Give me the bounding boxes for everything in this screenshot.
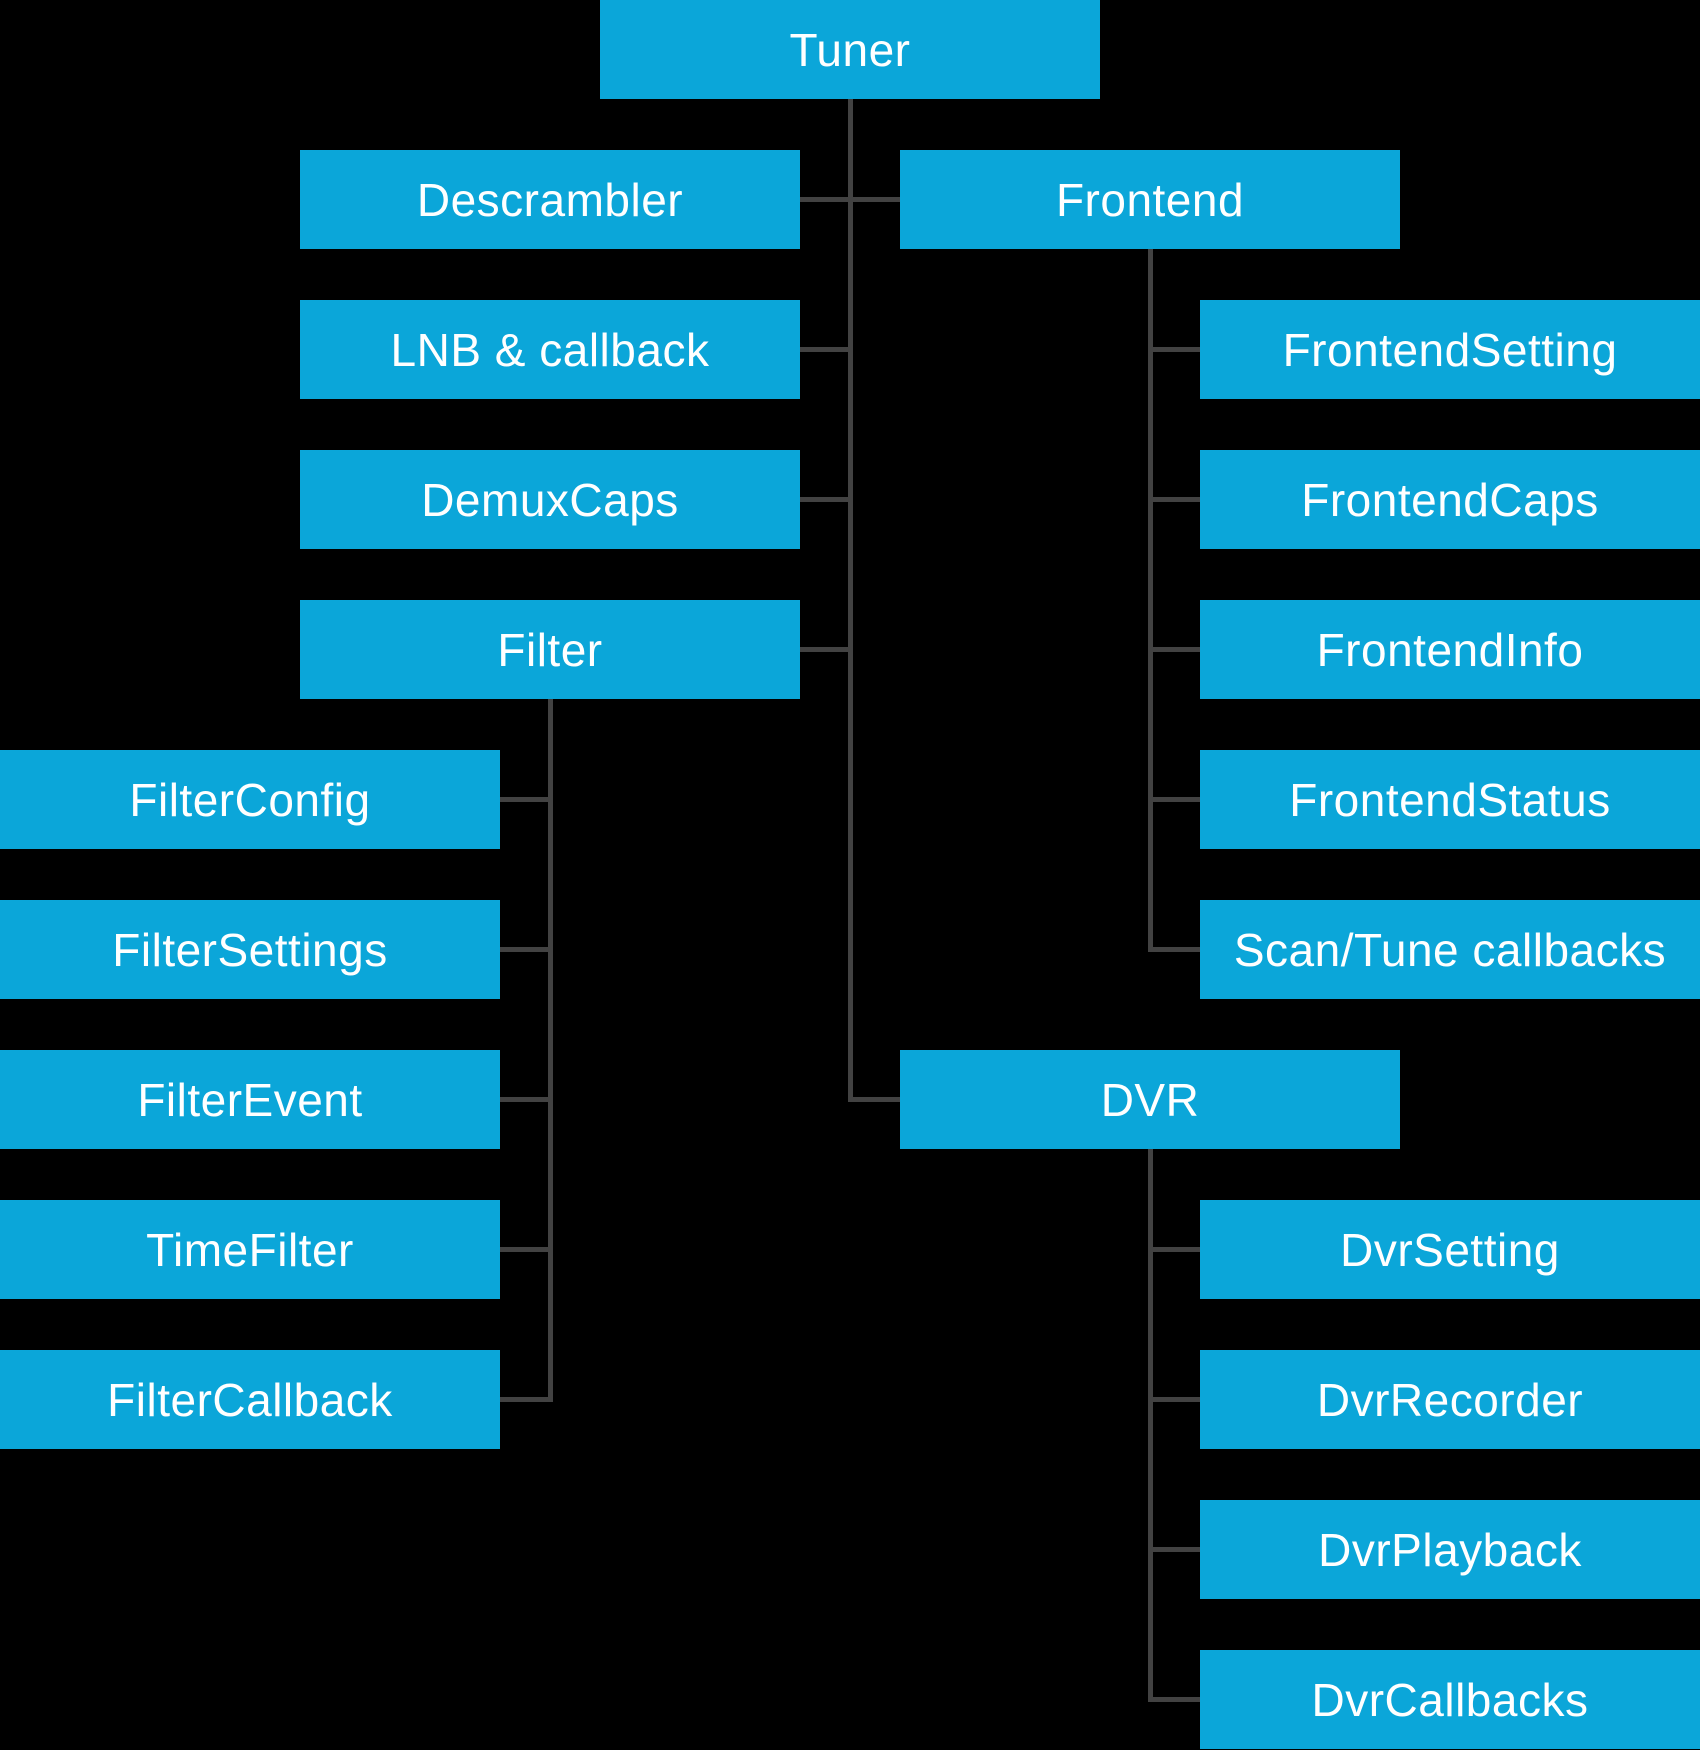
connector-frontend-info [1148, 647, 1200, 652]
connector-scan-tune-callbacks [1148, 947, 1200, 952]
node-frontend-status: FrontendStatus [1200, 750, 1700, 849]
node-dvr-callbacks: DvrCallbacks [1200, 1650, 1700, 1749]
connector-filter-rail [548, 699, 553, 1402]
node-frontend: Frontend [900, 150, 1400, 249]
connector-filter [800, 647, 853, 652]
node-demux-caps: DemuxCaps [300, 450, 800, 549]
node-scan-tune-callbacks: Scan/Tune callbacks [1200, 900, 1700, 999]
connector-filter-callback [500, 1397, 553, 1402]
connector-descrambler-frontend [800, 197, 900, 202]
connector-tuner-trunk [848, 99, 853, 1102]
connector-lnb-callback [800, 347, 853, 352]
node-frontend-caps: FrontendCaps [1200, 450, 1700, 549]
node-descrambler: Descrambler [300, 150, 800, 249]
node-dvr-recorder: DvrRecorder [1200, 1350, 1700, 1449]
connector-dvr-callbacks [1148, 1697, 1200, 1702]
connector-dvr-playback [1148, 1547, 1200, 1552]
node-filter-config: FilterConfig [0, 750, 500, 849]
node-filter-event: FilterEvent [0, 1050, 500, 1149]
connector-demux-caps [800, 497, 853, 502]
node-time-filter: TimeFilter [0, 1200, 500, 1299]
connector-filter-event [500, 1097, 553, 1102]
node-filter-settings: FilterSettings [0, 900, 500, 999]
node-dvr-playback: DvrPlayback [1200, 1500, 1700, 1599]
connector-dvr-rail [1148, 1149, 1153, 1702]
node-lnb-callback: LNB & callback [300, 300, 800, 399]
node-filter: Filter [300, 600, 800, 699]
connector-frontend-status [1148, 797, 1200, 802]
connector-dvr-elbow [848, 1097, 900, 1102]
connector-dvr-setting [1148, 1247, 1200, 1252]
node-filter-callback: FilterCallback [0, 1350, 500, 1449]
node-frontend-setting: FrontendSetting [1200, 300, 1700, 399]
node-frontend-info: FrontendInfo [1200, 600, 1700, 699]
connector-filter-config [500, 797, 553, 802]
node-dvr: DVR [900, 1050, 1400, 1149]
connector-frontend-rail [1148, 249, 1153, 952]
connector-frontend-setting [1148, 347, 1200, 352]
node-tuner: Tuner [600, 0, 1100, 99]
connector-filter-settings [500, 947, 553, 952]
connector-frontend-caps [1148, 497, 1200, 502]
connector-dvr-recorder [1148, 1397, 1200, 1402]
connector-time-filter [500, 1247, 553, 1252]
node-dvr-setting: DvrSetting [1200, 1200, 1700, 1299]
